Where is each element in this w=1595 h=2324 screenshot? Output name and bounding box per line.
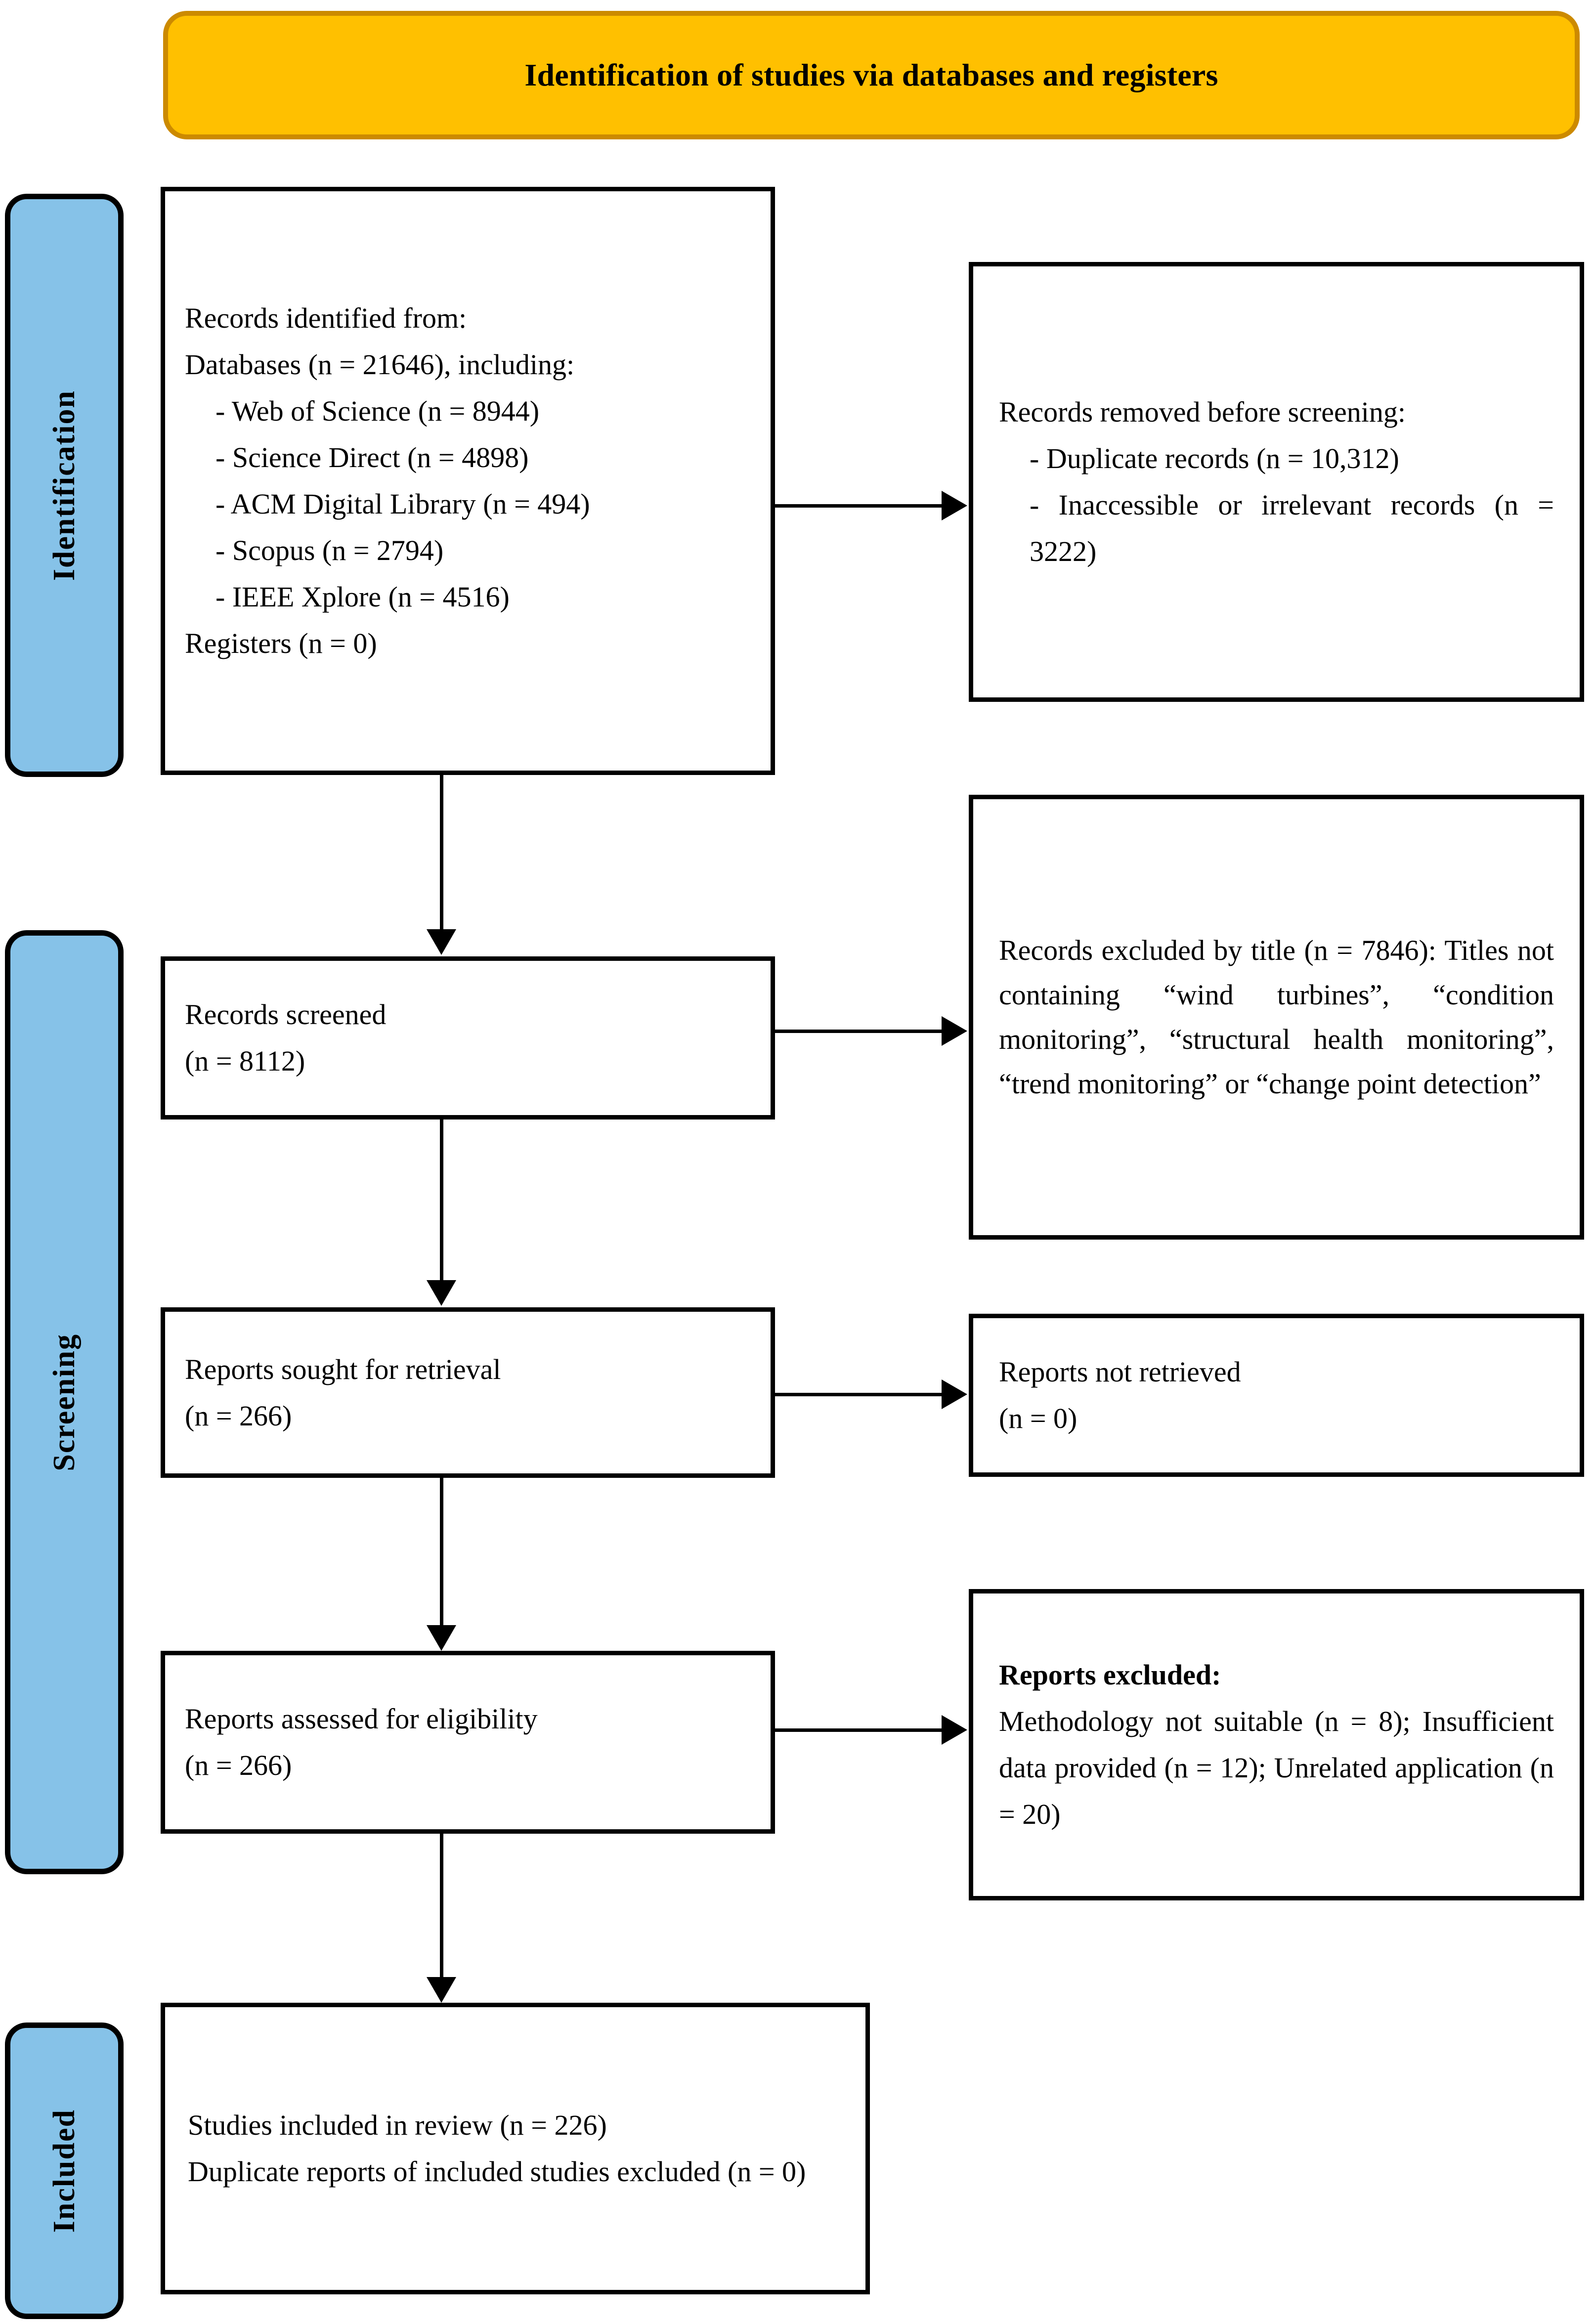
arrow-screened-to-excluded-title [942, 1016, 967, 1046]
connector-screened-to-excluded-title [775, 1030, 943, 1033]
stage-label-screening-text: Screening [47, 1333, 81, 1471]
reports-assessed-line2: (n = 266) [185, 1749, 292, 1781]
box-reports-not-retrieved: Reports not retrieved (n = 0) [969, 1314, 1584, 1477]
arrow-sought-to-assessed [427, 1625, 456, 1651]
reports-not-retrieved-line1: Reports not retrieved [999, 1356, 1241, 1388]
reports-excluded-reasons: Methodology not suitable (n = 8); Insuff… [999, 1705, 1554, 1830]
box-reports-assessed: Reports assessed for eligibility (n = 26… [161, 1651, 775, 1834]
box-records-removed: Records removed before screening: - Dupl… [969, 262, 1584, 702]
connector-identified-to-screened [440, 775, 443, 933]
records-removed-line1: Records removed before screening: [999, 396, 1406, 429]
box-records-excluded-title: Records excluded by title (n = 7846): Ti… [969, 795, 1584, 1240]
box-reports-excluded: Reports excluded: Methodology not suitab… [969, 1589, 1584, 1900]
arrow-assessed-to-excluded [942, 1715, 967, 1745]
records-identified-source-4: - IEEE Xplore (n = 4516) [216, 580, 510, 613]
studies-included-line1: Studies included in review (n = 226) [188, 2109, 607, 2142]
stage-label-included: Included [5, 2023, 124, 2319]
stage-label-identification: Identification [5, 194, 124, 777]
records-excluded-title-text: Records excluded by title (n = 7846): Ti… [999, 934, 1554, 1100]
stage-label-included-text: Included [47, 2109, 81, 2233]
records-screened-line2: (n = 8112) [185, 1045, 305, 1077]
reports-excluded-heading: Reports excluded: [999, 1659, 1221, 1691]
box-records-identified: Records identified from: Databases (n = … [161, 187, 775, 775]
connector-sought-to-not-retrieved [775, 1393, 943, 1396]
arrow-identified-to-screened [427, 929, 456, 955]
connector-assessed-to-excluded [775, 1728, 943, 1732]
arrow-sought-to-not-retrieved [942, 1379, 967, 1409]
records-identified-source-0: - Web of Science (n = 8944) [216, 395, 540, 428]
reports-not-retrieved-line2: (n = 0) [999, 1402, 1078, 1434]
diagram-banner: Identification of studies via databases … [163, 11, 1580, 139]
connector-sought-to-assessed [440, 1478, 443, 1646]
records-identified-source-3: - Scopus (n = 2794) [216, 534, 444, 566]
stage-label-identification-text: Identification [47, 389, 81, 581]
arrow-identified-to-removed [942, 491, 967, 520]
reports-assessed-line1: Reports assessed for eligibility [185, 1703, 538, 1735]
records-identified-source-1: - Science Direct (n = 4898) [216, 441, 529, 474]
connector-screened-to-sought [440, 1119, 443, 1283]
reports-sought-line1: Reports sought for retrieval [185, 1353, 501, 1385]
records-removed-item-1: - Inaccessible or irrelevant records (n … [1030, 489, 1554, 567]
studies-included-line2: Duplicate reports of included studies ex… [188, 2155, 806, 2188]
records-identified-line2: Databases (n = 21646), including: [185, 348, 575, 381]
records-removed-item-0: - Duplicate records (n = 10,312) [1030, 442, 1399, 475]
arrow-assessed-to-included [427, 1977, 456, 2003]
connector-identified-to-removed [775, 504, 943, 508]
box-reports-sought: Reports sought for retrieval (n = 266) [161, 1307, 775, 1478]
records-identified-line1: Records identified from: [185, 302, 467, 335]
arrow-screened-to-sought [427, 1280, 456, 1306]
box-studies-included: Studies included in review (n = 226) Dup… [161, 2003, 870, 2294]
banner-title: Identification of studies via databases … [524, 57, 1218, 92]
stage-label-screening: Screening [5, 930, 124, 1874]
reports-sought-line2: (n = 266) [185, 1399, 292, 1432]
records-screened-line1: Records screened [185, 998, 387, 1031]
records-identified-line3: Registers (n = 0) [185, 627, 377, 659]
box-records-screened: Records screened (n = 8112) [161, 956, 775, 1119]
records-identified-source-2: - ACM Digital Library (n = 494) [216, 488, 590, 520]
connector-assessed-to-included [440, 1834, 443, 1997]
